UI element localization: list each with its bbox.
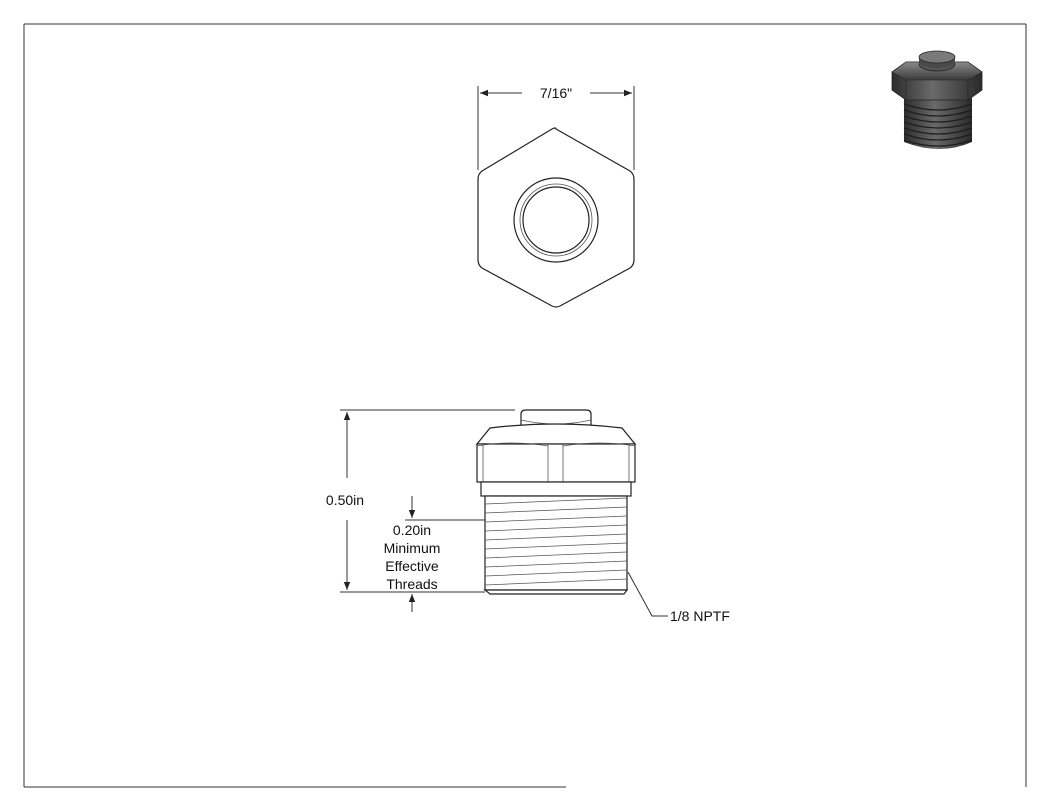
hex-width-label: 7/16" <box>540 85 572 101</box>
isometric-view <box>891 50 983 149</box>
hex-width-dimension: 7/16" <box>477 85 635 170</box>
thread-depth-value: 0.20in <box>393 522 431 538</box>
side-view <box>475 409 637 595</box>
overall-height-dimension: 0.50in <box>326 409 515 593</box>
overall-height-label: 0.50in <box>326 492 364 508</box>
thread-spec-label: 1/8 NPTF <box>670 608 730 624</box>
thread-depth-dimension: 0.20in Minimum Effective Threads <box>384 496 485 612</box>
thread-depth-line-1: Minimum <box>384 540 441 556</box>
thread-callout: 1/8 NPTF <box>627 571 730 624</box>
thread-depth-line-2: Effective <box>385 558 439 574</box>
thread-depth-line-3: Threads <box>386 576 437 592</box>
sheet-border <box>23 23 1027 788</box>
top-view-hex <box>477 127 635 308</box>
thread-lines <box>484 497 628 586</box>
